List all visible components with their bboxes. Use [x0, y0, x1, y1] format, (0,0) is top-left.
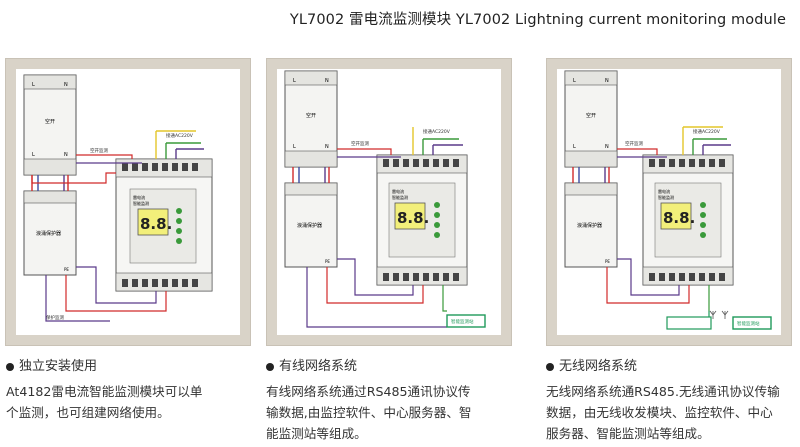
- caption-line: At4182雷电流智能监测模块可以单: [6, 384, 203, 399]
- breaker-terminal-l-bottom: L: [573, 144, 576, 150]
- bullet-icon: [6, 362, 14, 371]
- spd-label: 浪涌保护器: [297, 222, 322, 229]
- spd-pe-label: PE: [605, 259, 610, 264]
- wireless-transceiver: [666, 311, 712, 330]
- breaker-monitor-label: 空开监测: [90, 147, 108, 154]
- display-value: 8.8.: [397, 209, 429, 227]
- wiring-diagram-standalone: L N L N 空开 浪涌保护器 PE: [23, 74, 213, 322]
- monitoring-station: 智能监测站: [732, 316, 772, 330]
- antenna-icon: [709, 310, 729, 319]
- caption-heading: 独立安装使用: [19, 359, 98, 374]
- caption-line: 输数据,由监控软件、中心服务器、智: [266, 405, 472, 420]
- power-label: 接通AC220V: [166, 132, 194, 139]
- breaker-terminal-l-bottom: L: [32, 152, 35, 158]
- caption-wired: 有线网络系统 有线网络系统通过RS485通讯协议传 输数据,由监控软件、中心服务…: [266, 356, 516, 444]
- power-label: 接通AC220V: [693, 128, 721, 135]
- circuit-breaker: L N L N 空开: [564, 70, 618, 168]
- breaker-terminal-l-top: L: [293, 78, 296, 84]
- digit-display: [660, 202, 692, 230]
- caption-line: 服务器、智能监测站等组成。: [546, 426, 710, 441]
- monitoring-module: 雷电流 智能监测 8.8.: [376, 154, 468, 286]
- spd-pe-label: PE: [325, 259, 330, 264]
- breaker-monitor-label: 空开监测: [625, 140, 643, 147]
- station-label: 智能监测站: [737, 320, 760, 327]
- diagram-panel-standalone: L N L N 空开 浪涌保护器 PE: [5, 58, 251, 346]
- display-value: 8.8.: [663, 209, 695, 227]
- digit-display: [137, 208, 169, 236]
- wiring-diagram-wired: L N L N 空开 浪涌保护器 PE: [284, 70, 486, 328]
- module-label-1: 雷电流: [658, 188, 670, 194]
- caption-wireless: 无线网络系统 无线网络系统通RS485.无线通讯协议传输 数据，由无线收发模块、…: [546, 356, 796, 444]
- caption-line: 能监测站等组成。: [266, 426, 367, 441]
- surge-protector: 浪涌保护器 PE: [284, 182, 338, 268]
- circuit-breaker: L N L N 空开: [23, 74, 77, 176]
- caption-line: 无线网络系统通RS485.无线通讯协议传输: [546, 384, 780, 399]
- breaker-terminal-n-bottom: N: [64, 152, 68, 158]
- breaker-terminal-n-top: N: [605, 78, 609, 84]
- breaker-label: 空开: [306, 112, 316, 119]
- spd-pe-label: PE: [64, 267, 69, 272]
- module-label-2: 智能监测: [133, 200, 149, 206]
- breaker-label: 空开: [45, 118, 55, 125]
- module-label-2: 智能监测: [658, 194, 674, 200]
- monitoring-module: 雷电流 智能监测 8.8.: [642, 154, 734, 286]
- monitoring-module: 雷电流 智能监测 8.8.: [115, 158, 213, 292]
- breaker-terminal-l-top: L: [32, 82, 35, 88]
- wiring-diagram-wireless: L N L N 空开 浪涌保护器 PE: [564, 70, 772, 330]
- breaker-terminal-l-top: L: [573, 78, 576, 84]
- breaker-label: 空开: [586, 112, 596, 119]
- breaker-terminal-n-bottom: N: [325, 144, 329, 150]
- breaker-terminal-n-top: N: [325, 78, 329, 84]
- module-label-1: 雷电流: [392, 188, 404, 194]
- caption-line: 个监测，也可组建网络使用。: [6, 405, 170, 420]
- caption-heading: 无线网络系统: [559, 359, 638, 374]
- monitoring-station: 智能监测站: [446, 314, 486, 328]
- breaker-terminal-n-top: N: [64, 82, 68, 88]
- caption-heading: 有线网络系统: [279, 359, 358, 374]
- bullet-icon: [546, 362, 554, 371]
- circuit-breaker: L N L N 空开: [284, 70, 338, 168]
- spd-label: 浪涌保护器: [577, 222, 602, 229]
- surge-protector: 浪涌保护器 PE: [23, 190, 77, 276]
- module-label-1: 雷电流: [133, 194, 145, 200]
- caption-line: 数据，由无线收发模块、监控软件、中心: [546, 405, 773, 420]
- station-label: 智能监测站: [451, 318, 474, 325]
- page-title: YL7002 雷电流监测模块 YL7002 Lightning current …: [289, 12, 786, 28]
- surge-protector: 浪涌保护器 PE: [564, 182, 618, 268]
- bullet-icon: [266, 362, 274, 371]
- diagram-panel-wireless: L N L N 空开 浪涌保护器 PE: [546, 58, 792, 346]
- breaker-terminal-n-bottom: N: [605, 144, 609, 150]
- breaker-monitor-label: 空开监测: [351, 140, 369, 147]
- module-label-2: 智能监测: [392, 194, 408, 200]
- surge-monitor-label: 保护监测: [46, 314, 64, 321]
- caption-standalone: 独立安装使用 At4182雷电流智能监测模块可以单 个监测，也可组建网络使用。: [6, 356, 256, 423]
- caption-line: 有线网络系统通过RS485通讯协议传: [266, 384, 471, 399]
- breaker-terminal-l-bottom: L: [293, 144, 296, 150]
- diagram-panel-wired: L N L N 空开 浪涌保护器 PE: [266, 58, 512, 346]
- spd-label: 浪涌保护器: [36, 230, 61, 237]
- digit-display: [394, 202, 426, 230]
- display-value: 8.8.: [140, 215, 172, 233]
- power-label: 接通AC220V: [423, 128, 451, 135]
